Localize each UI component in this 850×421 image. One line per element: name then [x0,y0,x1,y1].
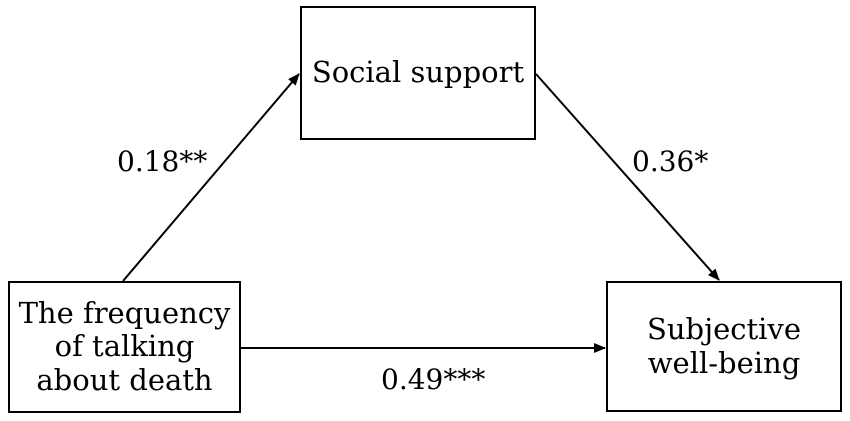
path-c-coefficient: 0.49*** [381,363,486,396]
path-a-arrow [122,73,300,282]
path-a-coefficient: 0.18** [117,145,208,178]
predictor-label: The frequency of talking about death [18,295,231,397]
predictor-box: The frequency of talking about death [8,281,241,413]
mediator-box: Social support [300,6,536,140]
mediator-label: Social support [311,55,525,90]
outcome-box: Subjective well-being [606,281,842,412]
path-b-arrow [535,73,720,281]
outcome-label: Subjective well-being [647,311,801,380]
path-b-coefficient: 0.36* [632,145,709,178]
